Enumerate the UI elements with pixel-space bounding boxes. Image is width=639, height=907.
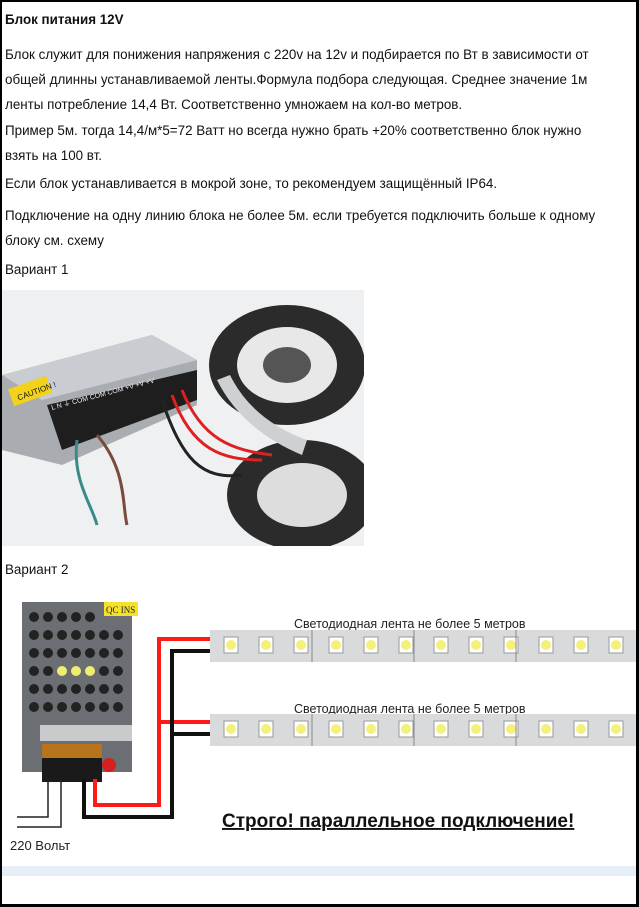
text-line: Подключение на одну линию блока не более… [5, 208, 596, 223]
variant-2-label: Вариант 2 [5, 562, 69, 577]
text-line: взять на 100 вт. [5, 148, 102, 163]
power-supply-unit: QC INS [22, 602, 138, 782]
footer-band [2, 866, 636, 876]
text-line: Пример 5м. тогда 14,4/м*5=72 Ватт но все… [5, 123, 582, 138]
paragraph-4: Подключение на одну линию блока не более… [5, 203, 595, 253]
strip-label-2: Светодиодная лента не более 5 метров [294, 702, 526, 716]
voltage-label: 220 Вольт [10, 838, 70, 853]
variant-1-label: Вариант 1 [5, 262, 69, 277]
text-line: Блок служит для понижения напряжения с 2… [5, 47, 589, 62]
power-supply-photo: CAUTION ! L N ⏚ COM COM COM +V +V +V [2, 290, 364, 546]
text-line: блоку см. схему [5, 233, 104, 248]
paragraph-1: Блок служит для понижения напряжения с 2… [5, 42, 589, 117]
positive-wire [93, 637, 210, 807]
paragraph-2: Пример 5м. тогда 14,4/м*5=72 Ватт но все… [5, 118, 581, 168]
mains-wires [17, 779, 62, 828]
led-strip-2 [210, 714, 636, 746]
strip-label-1: Светодиодная лента не более 5 метров [294, 617, 526, 631]
qc-label: QC INS [106, 605, 135, 615]
text-line: общей длинны устанавливаемой ленты.Форму… [5, 72, 588, 87]
led-strip-1 [210, 630, 636, 662]
text-line: ленты потребление 14,4 Вт. Соответственн… [5, 97, 463, 112]
text-line: Если блок устанавливается в мокрой зоне,… [5, 176, 498, 191]
paragraph-3: Если блок устанавливается в мокрой зоне,… [5, 171, 497, 196]
parallel-warning: Строго! параллельное подключение! [222, 811, 574, 832]
page-title: Блок питания 12V [5, 12, 124, 27]
wiring-diagram: QC INS 220 Вольт Светодиодная лента не б… [2, 597, 636, 882]
negative-wire [82, 649, 210, 819]
